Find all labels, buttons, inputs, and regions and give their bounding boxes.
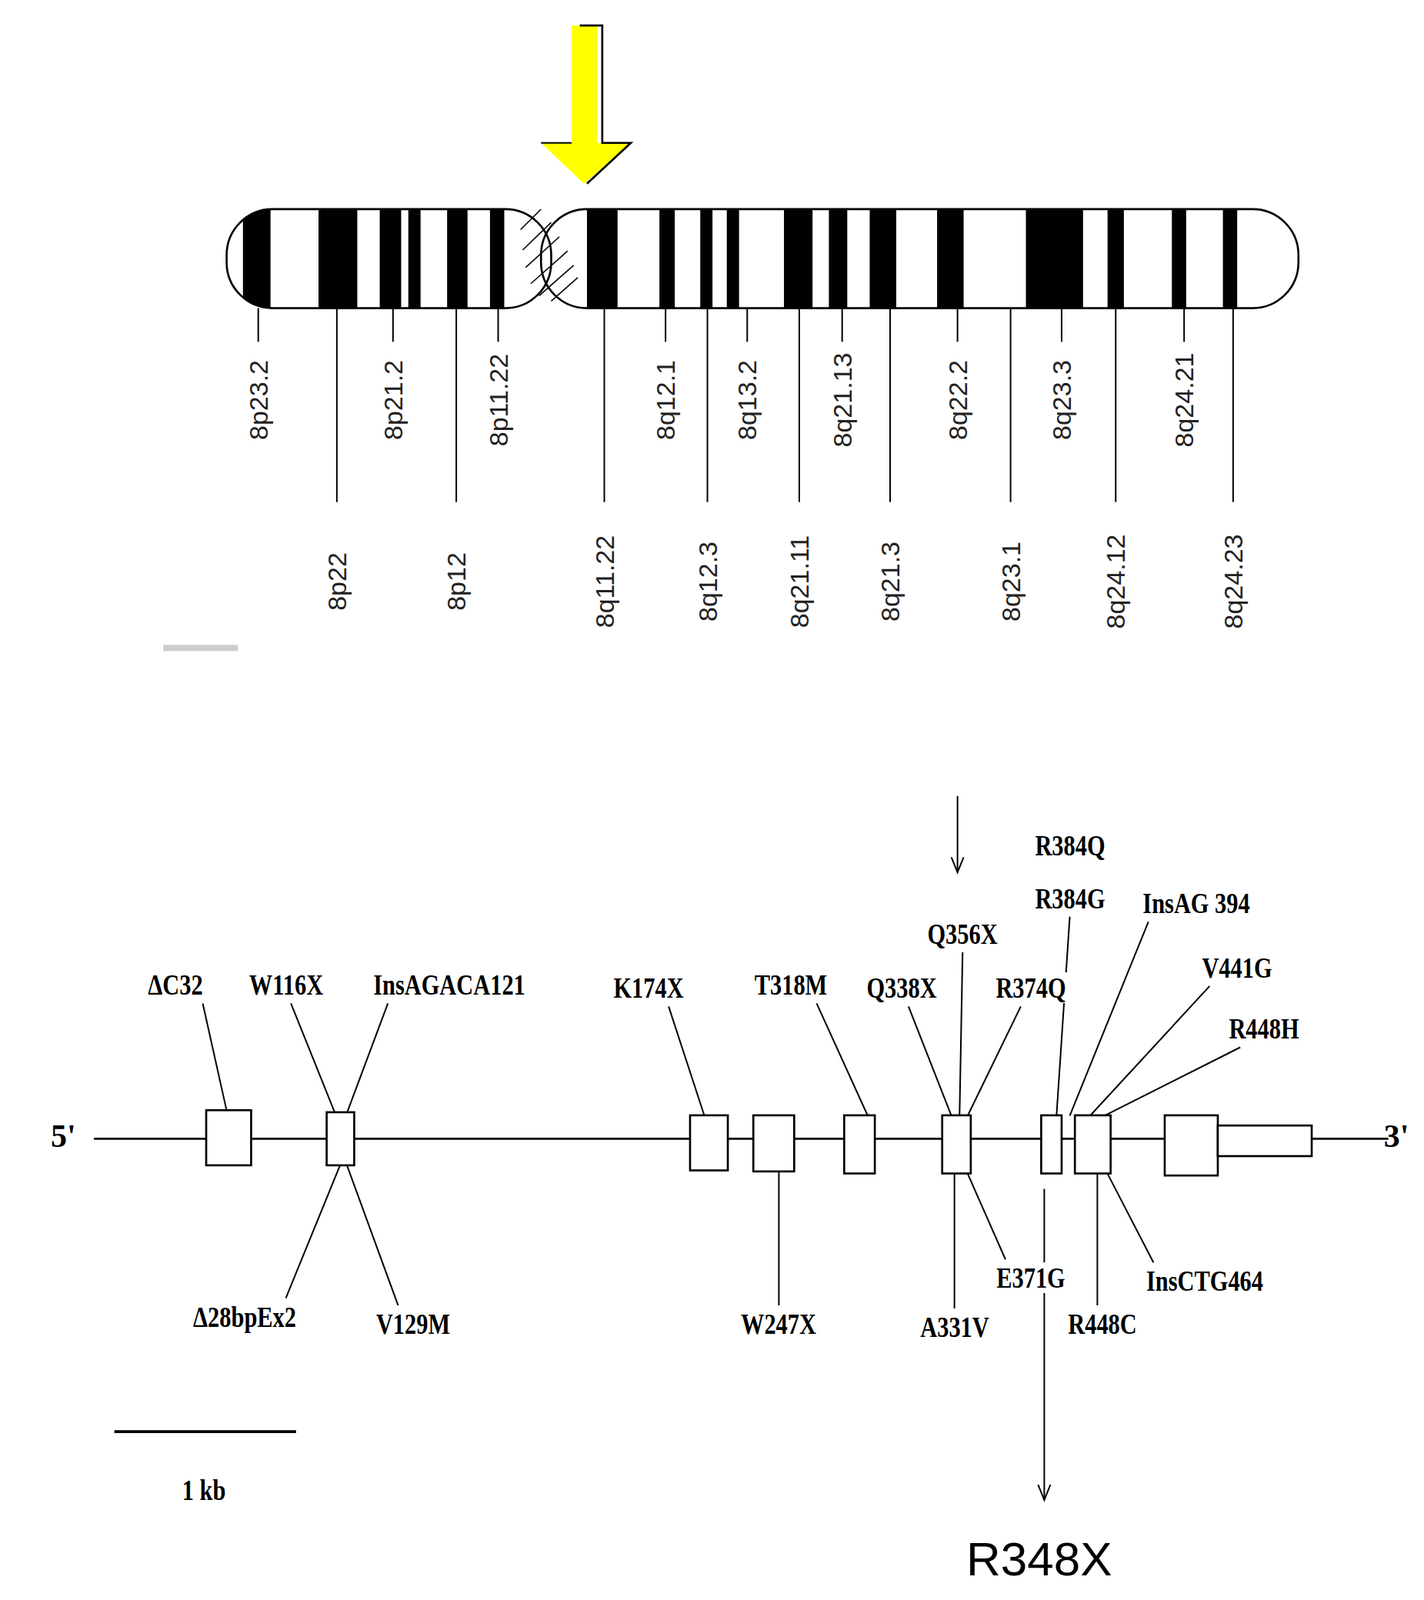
leader-line (668, 1006, 704, 1116)
leader-line (959, 952, 963, 1116)
mutation-label: Δ28bpEx2 (192, 1301, 298, 1333)
band-label: 8q12.1 (652, 360, 679, 441)
band-label: 8q11.22 (591, 535, 618, 628)
mutation-label: W247X (740, 1308, 818, 1340)
leader-line (346, 1003, 388, 1113)
mutation-label: InsAG 394 (1141, 887, 1252, 919)
scale-bar (114, 1430, 297, 1434)
mutation-label: A331V (918, 1311, 991, 1343)
mutation-label: ΔC32 (146, 969, 205, 1001)
strand-end-label: 5' (50, 1120, 77, 1153)
leader-line (908, 1006, 952, 1116)
band-label: 8q24.12 (1102, 534, 1129, 630)
leader-line (1107, 1173, 1154, 1263)
mutation-label: R384G (1033, 883, 1106, 914)
band-label: 8q23.3 (1048, 360, 1075, 441)
mutation-label: R374Q (994, 972, 1068, 1004)
mutation-label: InsCTG464 (1144, 1265, 1264, 1297)
pointer-arrow (540, 25, 631, 184)
band-label: 8q22.2 (944, 360, 971, 441)
mutation-label: W116X (247, 969, 324, 1001)
mutation-label: Q356X (926, 918, 999, 950)
band-label: 8p21.2 (380, 360, 407, 441)
leader-line (1104, 1047, 1241, 1116)
band-label: 8q21.3 (877, 541, 904, 622)
band-label: 8q21.11 (786, 535, 813, 628)
leader-line (967, 1173, 1006, 1260)
mutation-label: R448H (1227, 1013, 1300, 1044)
band-label: 8p12 (443, 552, 470, 611)
mutation-callout: R348X (966, 1535, 1113, 1584)
mutation-label: R448C (1067, 1308, 1139, 1340)
band-label: 8p22 (323, 552, 351, 611)
leader-line (1090, 986, 1210, 1116)
band-label: 8q23.1 (997, 541, 1024, 622)
band-label: 8p23.2 (245, 360, 272, 441)
leader-line (286, 1165, 341, 1298)
band-label: 8q24.21 (1170, 353, 1198, 448)
leader-line (346, 1165, 398, 1306)
strand-end-label: 3' (1383, 1120, 1410, 1153)
chromosome-ideogram (163, 209, 1298, 651)
mutation-label: Q338X (864, 972, 938, 1004)
mutation-label: R384Q (1033, 830, 1106, 861)
band-label: 8q13.2 (733, 360, 761, 441)
leader-line (953, 1173, 956, 1309)
scale-label: 1 kb (180, 1474, 227, 1506)
leader-line (777, 1171, 780, 1306)
mutation-label: T318M (753, 969, 829, 1001)
leader-line (967, 1006, 1021, 1116)
band-label: 8q12.3 (694, 541, 721, 622)
band-label: 8q24.23 (1220, 534, 1247, 630)
band-label: 8q21.13 (829, 353, 856, 448)
leader-line (1070, 921, 1149, 1116)
leader-line (203, 1003, 227, 1111)
mutation-label: V129M (375, 1308, 452, 1340)
leader-line (1056, 917, 1070, 1117)
mutation-label: E371G (995, 1262, 1068, 1294)
mutation-label: V441G (1200, 952, 1274, 984)
leader-line (290, 1003, 335, 1113)
band-label: 8p11.22 (485, 353, 512, 447)
gene-structure (93, 1110, 1388, 1176)
mutation-label: InsAGACA121 (371, 969, 527, 1001)
leader-line (817, 1003, 868, 1116)
mutation-label: K174X (611, 972, 684, 1004)
leader-line (1096, 1173, 1098, 1306)
